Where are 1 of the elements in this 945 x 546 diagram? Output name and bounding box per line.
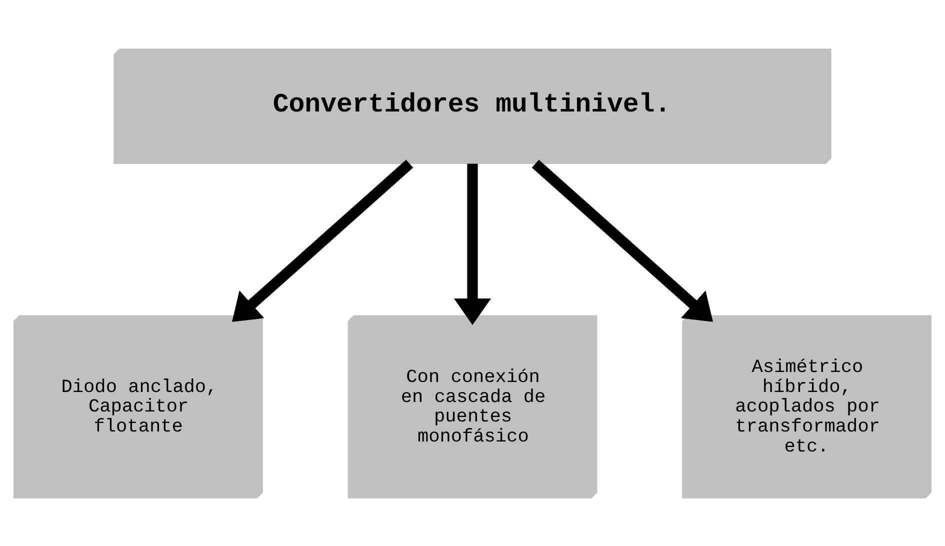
arrow [454, 163, 492, 325]
